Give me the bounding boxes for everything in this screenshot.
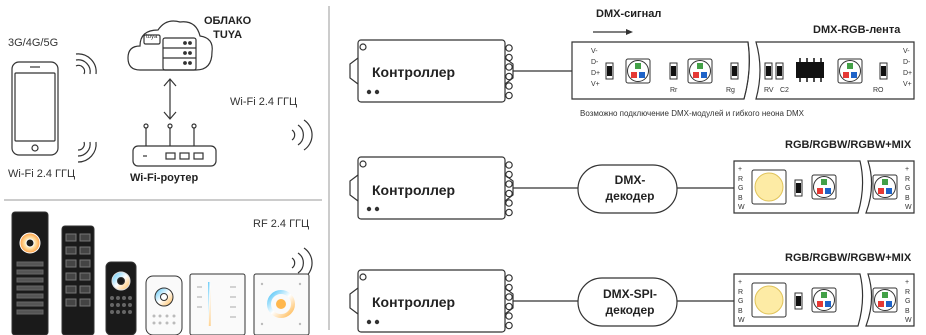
pin-label: G <box>738 298 744 305</box>
dmx-spi-decoder-line2: декодер <box>605 303 655 317</box>
router-wifi-label: Wi-Fi 2.4 ГГЦ <box>230 96 298 108</box>
pin-label: + <box>738 279 743 286</box>
mobile-network-label: 3G/4G/5G <box>8 37 59 49</box>
controller-2-label: Контроллер <box>372 182 456 198</box>
row3-strip-label: RGB/RGBW/RGBW+MIX <box>785 252 912 264</box>
pin-label: + <box>738 166 743 173</box>
row1-note: Возможно подключение DMX-модулей и гибко… <box>580 109 805 118</box>
phone-wifi-icon <box>77 141 97 163</box>
strip3-left-pins: + R G B W <box>738 278 745 326</box>
pin-label: V+ <box>591 81 600 88</box>
router-wifi-icon <box>291 119 313 151</box>
strip3-right-pins: + R G B W <box>905 278 912 326</box>
row2-strip-label: RGB/RGBW/RGBW+MIX <box>785 139 912 151</box>
pin-label: + <box>905 279 910 286</box>
dmx-rgb-strip <box>571 41 915 100</box>
controller-3-label: Контроллер <box>372 294 456 310</box>
pin-label: + <box>905 166 910 173</box>
remote-1-icon <box>11 211 49 335</box>
bidirectional-arrow-icon <box>163 78 177 120</box>
pin-label: W <box>738 204 745 211</box>
dmx-rgb-strip-label: DMX-RGB-лента <box>813 24 901 36</box>
strip-mark-rr: Rr <box>670 87 678 94</box>
remote-3-icon <box>105 261 137 335</box>
strip-mark-rv: RV <box>764 87 774 94</box>
strip1-left-pins: V- D- D+ V+ <box>591 46 600 90</box>
dmx-decoder-line2: декодер <box>605 189 655 203</box>
dmx-decoder-label: DMX- декодер <box>580 172 680 204</box>
router-label: Wi-Fi-роутер <box>130 172 199 184</box>
pin-label: G <box>905 185 911 192</box>
strip-mark-rg: Rg <box>726 87 735 94</box>
rows-layer <box>349 29 915 333</box>
cloud-icon <box>127 20 213 71</box>
pin-label: R <box>905 175 911 183</box>
pin-label: D- <box>903 59 911 66</box>
dmx-spi-decoder-box <box>577 277 678 327</box>
pin-label: G <box>738 185 744 192</box>
strip2-right-pins: + R G B W <box>905 165 912 213</box>
pin-label: G <box>905 298 911 305</box>
pin-label: B <box>738 194 743 202</box>
pin-label: R <box>905 288 911 296</box>
rgbw-strip-1 <box>733 160 915 214</box>
strip-mark-c2: C2 <box>780 87 789 94</box>
rgbw-strip-2 <box>733 273 915 327</box>
pin-label: D+ <box>591 70 601 77</box>
strip-mark-ro: RO <box>873 87 884 94</box>
wifi-router-icon <box>132 123 217 167</box>
pin-label: D- <box>591 59 599 66</box>
dmx-spi-decoder-label: DMX-SPI- декодер <box>580 286 680 318</box>
pin-label: R <box>738 288 744 296</box>
dmx-signal-arrow-icon <box>593 29 633 35</box>
pin-label: W <box>738 317 745 324</box>
wall-panel-1-icon <box>189 273 246 335</box>
pin-label: R <box>738 175 744 183</box>
wall-panel-2-icon <box>253 273 310 335</box>
pin-label: D+ <box>903 70 913 77</box>
cloud-label-line2: TUYA <box>213 29 243 41</box>
smartphone-icon <box>11 61 59 156</box>
pin-label: B <box>738 307 743 315</box>
dmx-decoder-box <box>577 164 678 214</box>
pin-label: V- <box>903 48 910 55</box>
pin-label: B <box>905 194 910 202</box>
pin-label: W <box>905 317 912 324</box>
controller-icon <box>349 39 514 103</box>
tuya-logo: tuya <box>146 34 158 40</box>
strip1-right-pins: V- D- D+ V+ <box>903 46 912 90</box>
dmx-spi-decoder-line1: DMX-SPI- <box>603 287 657 301</box>
pin-label: W <box>905 204 912 211</box>
remote-2-icon <box>61 225 95 335</box>
pin-label: B <box>905 307 910 315</box>
mobile-signal-icon <box>75 53 97 75</box>
phone-wifi-label: Wi-Fi 2.4 ГГЦ <box>8 168 76 180</box>
dmx-signal-label: DMX-сигнал <box>596 8 662 20</box>
controller-1-label: Контроллер <box>372 64 456 80</box>
pin-label: V+ <box>903 81 912 88</box>
dmx-decoder-line1: DMX- <box>614 173 646 187</box>
cloud-label: ОБЛАКО TUYA <box>204 14 251 42</box>
pin-label: V- <box>591 48 598 55</box>
strip2-left-pins: + R G B W <box>738 165 745 213</box>
rf-label: RF 2.4 ГГЦ <box>253 218 310 230</box>
cloud-label-line1: ОБЛАКО <box>204 15 252 27</box>
remote-4-icon <box>145 275 183 335</box>
remote-controls <box>11 211 310 335</box>
left-panel <box>4 6 330 330</box>
